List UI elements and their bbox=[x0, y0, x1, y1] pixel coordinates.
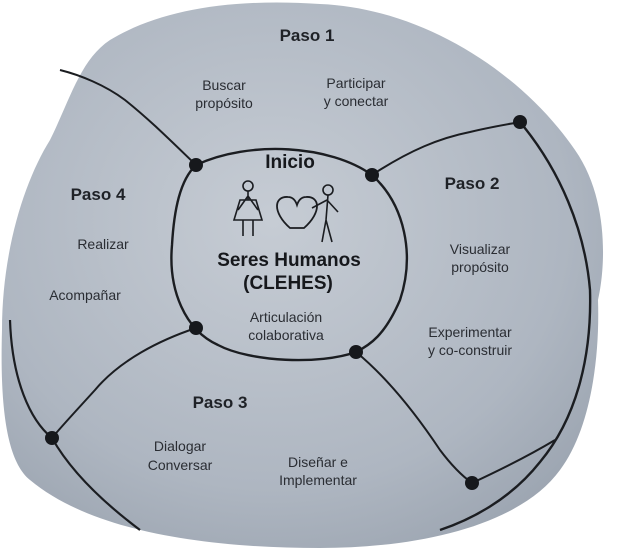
step-3-item-1-line2: Conversar bbox=[147, 457, 213, 473]
junction-dot bbox=[189, 321, 203, 335]
spoke-bottom-left bbox=[51, 327, 197, 439]
junction-dot bbox=[45, 431, 59, 445]
woman-figure-icon bbox=[232, 180, 264, 236]
heart-icon bbox=[276, 196, 318, 229]
step-4-item-1: Realizar bbox=[77, 236, 129, 252]
step-4-item-2: Acompañar bbox=[49, 287, 121, 303]
step-1-title: Paso 1 bbox=[279, 26, 335, 45]
step-2-title: Paso 2 bbox=[444, 174, 500, 193]
center-sub-line2: colaborativa bbox=[248, 327, 324, 343]
junction-dot bbox=[349, 345, 363, 359]
man-figure-icon bbox=[311, 184, 339, 243]
center-sub-line1: Articulación bbox=[249, 309, 323, 325]
step-3-item-2-line1: Diseñar e bbox=[288, 454, 348, 470]
junction-dot bbox=[465, 476, 479, 490]
step-3-title: Paso 3 bbox=[192, 393, 248, 412]
step-4-title: Paso 4 bbox=[70, 185, 126, 204]
step-2-item-2-line2: y co-construir bbox=[427, 342, 513, 358]
junction-dot bbox=[365, 168, 379, 182]
spoke-right-lower bbox=[471, 439, 556, 484]
step-1-item-1-line1: Buscar bbox=[202, 77, 246, 93]
junction-dot bbox=[513, 115, 527, 129]
spoke-bottom-right bbox=[355, 351, 473, 484]
step-1-item-1-line2: propósito bbox=[195, 95, 253, 111]
step-1-item-2-line2: y conectar bbox=[323, 93, 389, 109]
center-main-line2: (CLEHES) bbox=[243, 273, 333, 294]
step-2-item-2-line1: Experimentar bbox=[428, 324, 512, 340]
spoke-top-right bbox=[371, 121, 521, 176]
center-title: Inicio bbox=[265, 152, 315, 173]
step-3-item-2-line2: Implementar bbox=[279, 472, 357, 488]
paper-background bbox=[1, 2, 604, 548]
spoke-top-left bbox=[59, 69, 197, 166]
step-1-item-2-line1: Participar bbox=[326, 75, 386, 91]
outer-rim bbox=[439, 121, 592, 532]
junction-dot bbox=[189, 158, 203, 172]
step-2-item-1-line1: Visualizar bbox=[449, 241, 511, 257]
step-3-item-1-line1: Dialogar bbox=[153, 438, 207, 454]
center-main-line1: Seres Humanos bbox=[217, 250, 361, 271]
step-2-item-1-line2: propósito bbox=[451, 259, 509, 275]
